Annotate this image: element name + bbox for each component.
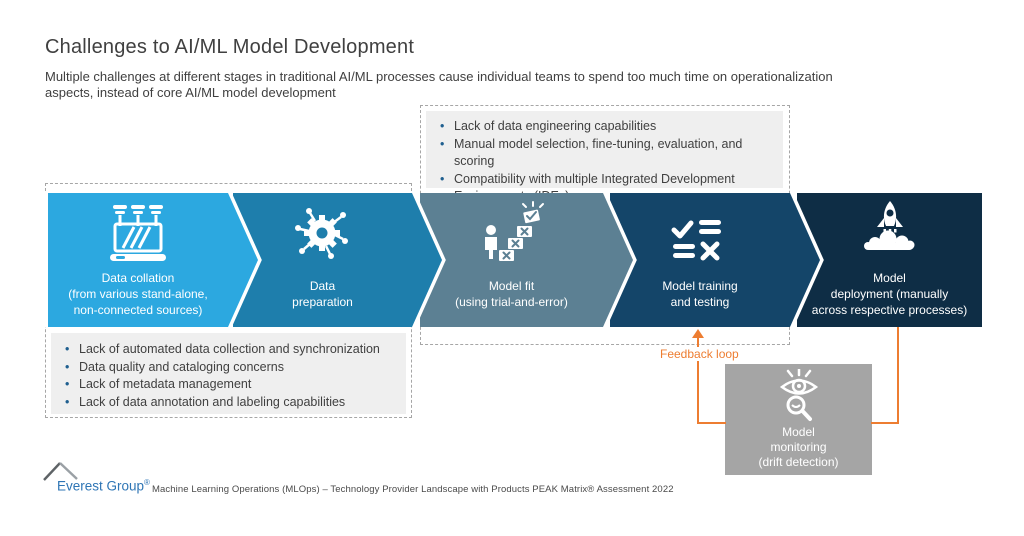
challenge-item: Lack of metadata management	[63, 376, 396, 394]
stage-label-data-preparation: Data preparation	[292, 279, 353, 309]
challenge-item: Data quality and cataloging concerns	[63, 359, 396, 377]
data-challenges-list: Lack of automated data collection and sy…	[63, 341, 396, 411]
feedback-line-left-vertical	[697, 337, 699, 423]
feedback-arrowhead-icon	[692, 329, 704, 338]
stage-label-model-training: Model training and testing	[662, 279, 738, 309]
feedback-line-right-horizontal	[871, 422, 899, 424]
feedback-line-left-horizontal	[697, 422, 726, 424]
feedback-loop-label: Feedback loop	[657, 347, 742, 361]
model-monitoring-box: Model monitoring (drift detection)	[725, 364, 872, 475]
stage-label-data-collation: Data collation (from various stand-alone…	[68, 271, 208, 317]
page-subtitle: Multiple challenges at different stages …	[45, 69, 833, 100]
challenge-item: Manual model selection, fine-tuning, eva…	[438, 136, 773, 171]
data-challenges-callout: Lack of automated data collection and sy…	[51, 333, 406, 414]
challenge-item: Lack of data annotation and labeling cap…	[63, 394, 396, 412]
stage-label-model-fit: Model fit (using trial-and-error)	[455, 279, 568, 309]
data-sources-laptop-icon	[110, 205, 166, 261]
modeling-challenges-callout: Lack of data engineering capabilities Ma…	[426, 111, 783, 203]
everest-group-logo: Everest Group®	[57, 478, 150, 494]
challenge-item: Lack of automated data collection and sy…	[63, 341, 396, 359]
stage-label-model-deployment: Model deployment (manually across respec…	[811, 271, 968, 317]
eye-magnifier-icon	[779, 369, 818, 421]
model-monitoring-label: Model monitoring (drift detection)	[758, 425, 839, 469]
page-title: Challenges to AI/ML Model Development	[45, 36, 415, 58]
checklist-icon	[671, 220, 721, 261]
challenge-item: Lack of data engineering capabilities	[438, 118, 773, 136]
report-caption: Machine Learning Operations (MLOps) – Te…	[152, 484, 674, 495]
rocket-launch-icon	[864, 201, 915, 250]
everest-mountain-icon	[43, 462, 78, 481]
feedback-line-right-vertical	[897, 327, 899, 424]
registered-mark: ®	[144, 478, 150, 487]
trial-error-stairs-icon	[485, 201, 544, 261]
brand-text: Everest Group	[57, 478, 145, 494]
process-flow	[45, 193, 985, 327]
gear-network-icon	[295, 208, 348, 259]
